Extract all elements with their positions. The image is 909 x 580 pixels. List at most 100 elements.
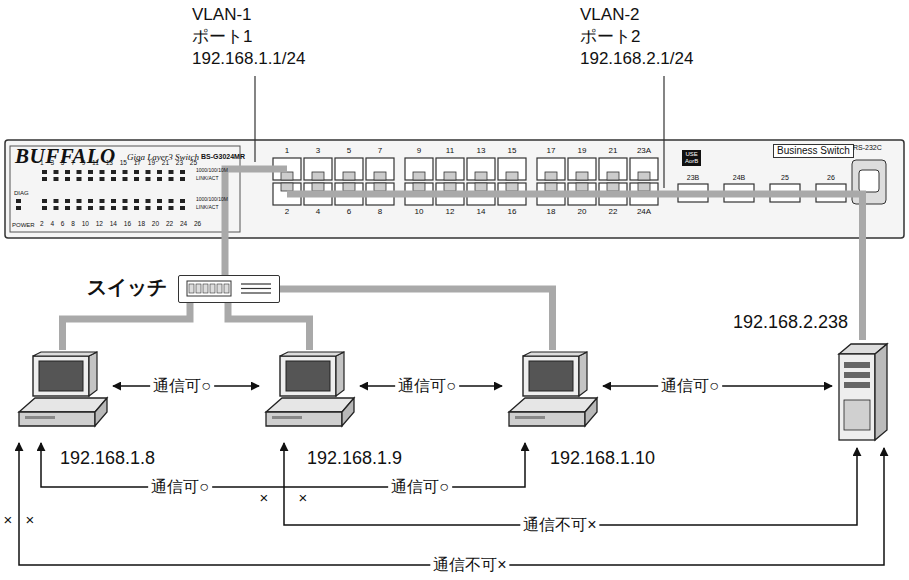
deny-mark: × xyxy=(26,511,35,528)
port-latch xyxy=(374,183,386,191)
pc-icon xyxy=(262,350,357,440)
led xyxy=(134,177,139,181)
use-badge: USE AorB xyxy=(682,150,701,166)
led xyxy=(111,170,116,174)
led xyxy=(169,177,174,181)
port-latch xyxy=(444,172,456,180)
drawing xyxy=(523,352,587,356)
port-latch xyxy=(475,172,487,180)
edge-label: 通信不可× xyxy=(520,516,599,534)
drawing xyxy=(95,398,107,426)
rj45-port xyxy=(537,158,565,180)
port-name: RS-232C xyxy=(853,144,882,152)
rj45-port xyxy=(436,158,464,180)
drawing xyxy=(89,352,97,396)
pc: 192.168.1.8 xyxy=(15,350,110,440)
drawing xyxy=(266,412,342,426)
led xyxy=(42,170,47,174)
vlan-callout: VLAN-2 ポート2 192.168.2.1/24 xyxy=(580,4,693,70)
drawing xyxy=(203,284,208,293)
led-legend: 1000/100/10M xyxy=(196,168,228,174)
pc: 192.168.1.9 xyxy=(262,350,357,440)
drawing xyxy=(523,356,579,396)
port-number: 24B xyxy=(733,174,745,182)
led xyxy=(54,199,59,203)
led xyxy=(134,170,139,174)
drawing xyxy=(187,281,231,296)
ip-address: 192.168.1.8 xyxy=(60,448,155,469)
port-latch xyxy=(312,183,324,191)
led-legend: DIAG xyxy=(14,190,29,197)
led xyxy=(123,177,128,181)
port-latch xyxy=(343,183,355,191)
drawing xyxy=(509,412,585,426)
led xyxy=(134,199,139,203)
port-number: 21 xyxy=(609,146,618,155)
drawing xyxy=(224,284,229,293)
pc: 192.168.1.10 xyxy=(505,350,600,440)
lan-cable xyxy=(280,289,553,350)
panel-text: Business Switch xyxy=(773,144,854,158)
port-latch xyxy=(413,183,425,191)
led-legend: 1000/100/10M xyxy=(196,197,228,203)
led xyxy=(65,206,70,210)
edge-label: 通信可○ xyxy=(388,478,452,496)
lan-cable xyxy=(63,303,191,350)
hub-ports xyxy=(179,276,278,301)
led xyxy=(65,170,70,174)
port-number: 23B xyxy=(687,174,699,182)
vlan-callout: VLAN-1 ポート1 192.168.1.1/24 xyxy=(192,4,305,70)
led xyxy=(111,206,116,210)
port-latch xyxy=(545,172,557,180)
drawing xyxy=(585,398,597,426)
led-numbers: 2 4 6 8 10 12 14 16 18 20 22 24 26 xyxy=(40,220,201,227)
led xyxy=(169,199,174,203)
traffic-line xyxy=(41,443,525,487)
led xyxy=(42,177,47,181)
led xyxy=(111,199,116,203)
traffic-line xyxy=(284,443,857,525)
port-latch xyxy=(576,183,588,191)
led xyxy=(88,206,93,210)
led xyxy=(169,206,174,210)
led xyxy=(100,170,105,174)
led xyxy=(157,199,162,203)
drawing xyxy=(844,362,870,368)
drawing xyxy=(579,352,587,396)
drawing xyxy=(25,416,55,419)
drawing xyxy=(189,284,194,293)
led xyxy=(180,206,185,210)
port-latch xyxy=(281,183,293,191)
drawing xyxy=(839,354,875,440)
port-number: 12 xyxy=(446,207,455,216)
rj45-port xyxy=(630,158,658,180)
port-latch xyxy=(413,172,425,180)
led xyxy=(54,177,59,181)
led-numbers: 1 3 5 7 9 11 13 15 17 19 21 23 25 xyxy=(40,159,197,166)
drawing xyxy=(844,372,870,378)
led xyxy=(77,206,82,210)
led xyxy=(157,170,162,174)
led xyxy=(100,177,105,181)
led-legend: LINK/ACT xyxy=(196,205,219,211)
port-number: 26 xyxy=(827,174,835,182)
led xyxy=(134,206,139,210)
rj45-port xyxy=(498,158,526,180)
lan-cable xyxy=(228,303,310,350)
led xyxy=(88,177,93,181)
led xyxy=(157,177,162,181)
drawing xyxy=(241,283,271,284)
port-latch xyxy=(281,172,293,180)
port-latch xyxy=(506,172,518,180)
drawing xyxy=(241,288,271,289)
led xyxy=(123,206,128,210)
deny-mark: × xyxy=(260,489,269,506)
port-latch xyxy=(638,183,650,191)
drawing xyxy=(844,400,870,430)
led-legend: POWER xyxy=(12,222,35,229)
led xyxy=(111,177,116,181)
lan-cable xyxy=(287,194,863,340)
led xyxy=(77,177,82,181)
leader-line xyxy=(254,76,255,162)
rj45-port xyxy=(335,158,363,180)
